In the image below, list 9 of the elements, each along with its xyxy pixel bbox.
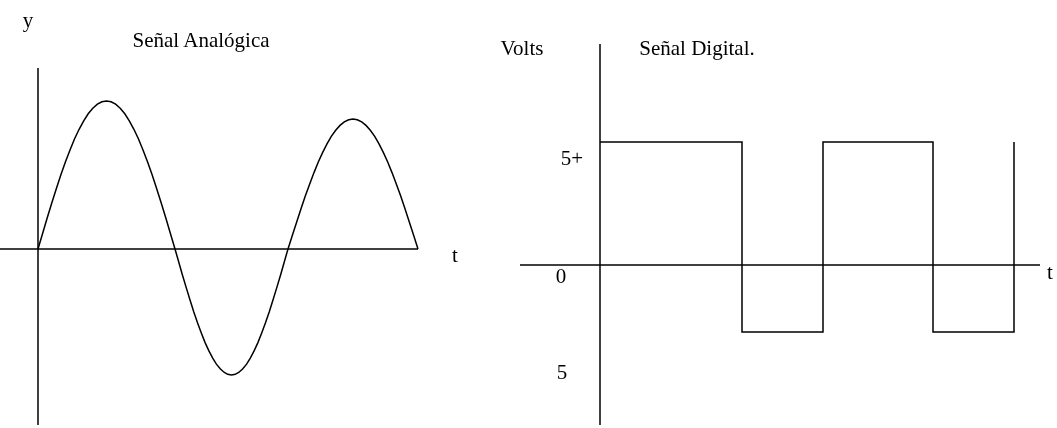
chart-title: Señal Digital. [639, 37, 755, 59]
tick-label: 5+ [560, 147, 584, 169]
axis-label: t [452, 244, 458, 266]
axis-label: t [1047, 261, 1053, 283]
axis-label: y [22, 9, 34, 31]
axis-label: Volts [500, 37, 544, 59]
tick-label: 0 [555, 265, 567, 287]
tick-label: 5 [556, 361, 568, 383]
chart-title: Señal Analógica [132, 29, 270, 51]
